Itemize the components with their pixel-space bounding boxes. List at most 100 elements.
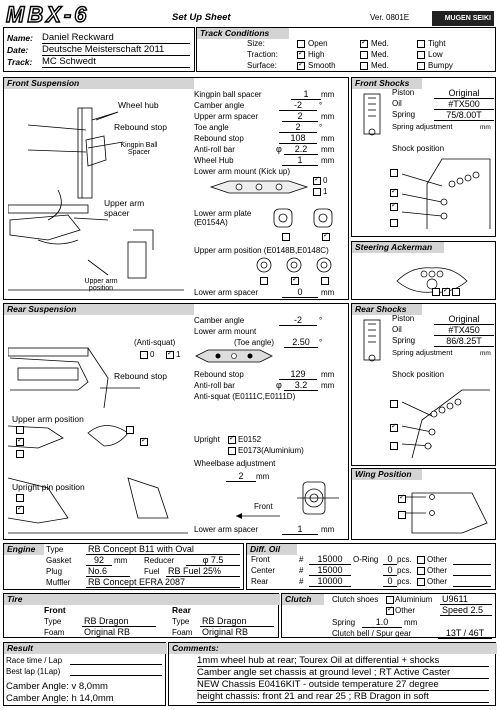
upper-arm-pos-a-checkbox[interactable] xyxy=(260,277,268,285)
plug-value[interactable]: No.6 xyxy=(86,566,130,577)
front-shock-pos-c-checkbox[interactable] xyxy=(390,203,398,211)
tire-front-foam-value[interactable]: Original RB xyxy=(82,627,156,638)
rear-upper-arm-e-checkbox[interactable] xyxy=(140,438,148,446)
camber-angle-value[interactable]: -2 xyxy=(279,100,317,111)
comment-line[interactable]: 1mm wheel hub at rear; Tourex Oil at dif… xyxy=(197,655,489,667)
rear-shock-pos-a-checkbox[interactable] xyxy=(390,400,398,408)
tire-front-type-value[interactable]: RB Dragon xyxy=(82,616,156,627)
gasket-value[interactable]: 92 xyxy=(86,555,112,566)
rear-upper-arm-a-checkbox[interactable] xyxy=(16,426,24,434)
tire-rear-foam-value[interactable]: Original RB xyxy=(200,627,274,638)
kickup-1-checkbox[interactable] xyxy=(313,188,321,196)
best-lap-field[interactable] xyxy=(70,675,162,676)
size-option-0-checkbox[interactable] xyxy=(297,40,305,48)
rear-lower-arm-spacer-value[interactable]: 1 xyxy=(282,524,318,535)
diff-other-field[interactable] xyxy=(453,586,491,587)
kickup-0-checkbox[interactable] xyxy=(313,177,321,185)
diff-oil-value[interactable]: 15000 xyxy=(309,554,351,565)
wheelbase-value[interactable]: 2 xyxy=(226,471,256,482)
diff-oil-value[interactable]: 15000 xyxy=(309,565,351,576)
oring-pcs-value[interactable]: 0 xyxy=(383,565,397,576)
clutch-other-checkbox[interactable] xyxy=(386,607,394,615)
traction-option-2-checkbox[interactable] xyxy=(417,51,425,59)
lower-arm-spacer-value[interactable]: 0 xyxy=(282,287,318,298)
traction-option-1-checkbox[interactable] xyxy=(360,51,368,59)
oring-pcs-value[interactable]: 0 xyxy=(383,554,397,565)
anti-squat-1-checkbox[interactable] xyxy=(166,351,174,359)
front-piston-value[interactable]: Original xyxy=(434,88,494,99)
race-time-field[interactable] xyxy=(70,664,162,665)
clutch-aluminium-value[interactable]: U9611 xyxy=(440,594,492,605)
tire-rear-type-value[interactable]: RB Dragon xyxy=(200,616,274,627)
ackerman-c-checkbox[interactable] xyxy=(452,288,460,296)
upright-pin-a-checkbox[interactable] xyxy=(16,494,24,502)
front-shock-pos-a-checkbox[interactable] xyxy=(390,169,398,177)
front-shock-pos-d-checkbox[interactable] xyxy=(390,219,398,227)
rear-anti-roll-value[interactable]: 3.2 xyxy=(284,380,318,391)
clutch-bell-value[interactable]: 13T / 46T xyxy=(438,628,492,639)
rear-upper-arm-c-checkbox[interactable] xyxy=(16,450,24,458)
diff-other-field[interactable] xyxy=(453,575,491,576)
diff-other-checkbox[interactable] xyxy=(417,556,425,564)
toe-angle-value[interactable]: 2 xyxy=(279,122,317,133)
rear-shock-pos-b-checkbox[interactable] xyxy=(390,424,398,432)
wing-pos-a-checkbox[interactable] xyxy=(398,495,406,503)
diff-oil-value[interactable]: 10000 xyxy=(309,576,351,587)
rear-camber-value[interactable]: -2 xyxy=(279,315,317,326)
rear-upper-arm-d-checkbox[interactable] xyxy=(126,426,134,434)
comment-line[interactable]: height chassis: front 21 and rear 25 ; R… xyxy=(197,691,489,703)
upper-arm-spacer-unit: mm xyxy=(321,112,335,121)
traction-option-0-checkbox[interactable] xyxy=(297,51,305,59)
size-option-2-checkbox[interactable] xyxy=(417,40,425,48)
kingpin-spacer-value[interactable]: 1 xyxy=(291,89,321,100)
anti-squat-0-checkbox[interactable] xyxy=(140,351,148,359)
upright-pin-b-checkbox[interactable] xyxy=(16,506,24,514)
diff-other-field[interactable] xyxy=(453,564,491,565)
clutch-spring-value[interactable]: 1.0 xyxy=(362,617,402,628)
rear-oil-value[interactable]: #TX450 xyxy=(434,325,494,336)
front-spring-value[interactable]: 75/8.00T xyxy=(434,110,494,121)
date-field[interactable]: Deutsche Meisterschaft 2011 xyxy=(42,44,190,56)
anti-squat-parts-label: Anti-squat (E0111C,E0111D) xyxy=(194,392,296,401)
wing-pos-b-checkbox[interactable] xyxy=(398,511,406,519)
comment-line[interactable]: NEW Chassis E0416KIT - outside temperatu… xyxy=(197,679,489,691)
front-oil-value[interactable]: #TX500 xyxy=(434,99,494,110)
upright-e0173-checkbox[interactable] xyxy=(228,447,236,455)
lower-plate-b-checkbox[interactable] xyxy=(322,233,330,241)
rear-spring-value[interactable]: 86/8.25T xyxy=(434,336,494,347)
engine-type-value[interactable]: RB Concept B11 with Oval xyxy=(86,544,240,555)
diff-other-checkbox[interactable] xyxy=(417,567,425,575)
clutch-spring-unit: mm xyxy=(404,618,418,627)
rear-piston-value[interactable]: Original xyxy=(434,314,494,325)
muffler-value[interactable]: RB Concept EFRA 2087 xyxy=(86,577,240,588)
fuel-value[interactable]: RB Fuel 25% xyxy=(166,566,240,577)
rear-rebound-stop-value[interactable]: 129 xyxy=(279,369,317,380)
upper-arm-spacer-value[interactable]: 2 xyxy=(282,111,318,122)
rear-upper-arm-b-checkbox[interactable] xyxy=(16,438,24,446)
track-field[interactable]: MC Schwedt xyxy=(42,56,190,68)
upper-arm-pos-c-checkbox[interactable] xyxy=(321,277,329,285)
front-shock-pos-b-checkbox[interactable] xyxy=(390,189,398,197)
front-piston-label: Piston xyxy=(392,88,415,97)
diff-other-checkbox[interactable] xyxy=(417,578,425,586)
oring-pcs-value[interactable]: 0 xyxy=(383,576,397,587)
ackerman-b-checkbox[interactable] xyxy=(442,288,450,296)
surface-option-0-checkbox[interactable] xyxy=(297,62,305,70)
rear-shock-pos-c-checkbox[interactable] xyxy=(390,442,398,450)
rebound-stop-value[interactable]: 108 xyxy=(279,133,317,144)
size-option-1-checkbox[interactable] xyxy=(360,40,368,48)
comment-line[interactable]: Camber angle set chassis at ground level… xyxy=(197,667,489,679)
lower-plate-a-checkbox[interactable] xyxy=(282,233,290,241)
upright-e0152-checkbox[interactable] xyxy=(228,436,236,444)
clutch-other-value[interactable]: Speed 2.5 xyxy=(440,605,492,616)
reducer-value[interactable]: φ 7.5 xyxy=(186,555,240,566)
rear-toe-value[interactable]: 2.50 xyxy=(284,337,318,348)
clutch-aluminium-checkbox[interactable] xyxy=(386,596,394,604)
ackerman-a-checkbox[interactable] xyxy=(432,288,440,296)
surface-option-2-checkbox[interactable] xyxy=(417,62,425,70)
name-field[interactable]: Daniel Reckward xyxy=(42,32,190,44)
wheel-hub-value[interactable]: 1 xyxy=(282,155,318,166)
anti-roll-bar-value[interactable]: 2.2 xyxy=(284,144,318,155)
upper-arm-pos-b-checkbox[interactable] xyxy=(291,277,299,285)
surface-option-1-checkbox[interactable] xyxy=(360,62,368,70)
